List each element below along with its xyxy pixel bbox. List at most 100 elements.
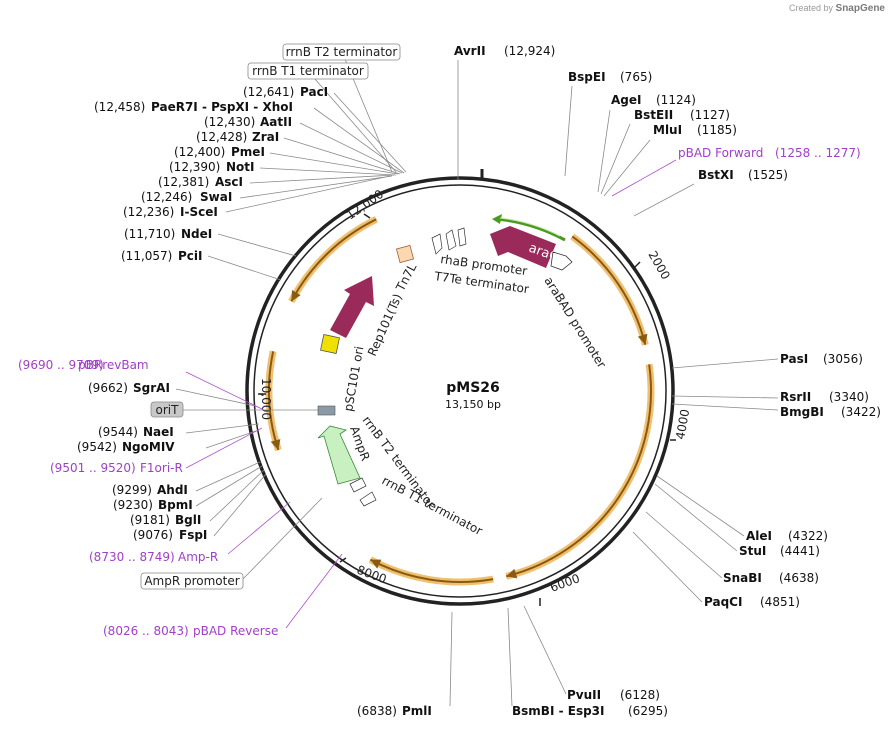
site-bgli-name: BglI (175, 513, 201, 527)
ruler-tick-mark (339, 557, 347, 563)
site-agei-position: (1124) (656, 93, 696, 107)
site-swai-name: SwaI (200, 190, 232, 204)
primer-leader-f1ori-r (185, 427, 263, 469)
site-bspei-name: BspEI (568, 70, 606, 84)
orf-arc (505, 363, 655, 580)
site-paer7i-pspxi-xhoi-name: PaeR7I - PspXI - XhoI (151, 100, 293, 114)
site-ngomiv-position: (9542) (77, 440, 117, 454)
inner-features: araC araBAD promoter rhaB promoter T7Te … (317, 214, 609, 538)
tn7l-label: Tn7L (393, 261, 420, 295)
site-zrai-position: (12,428) (196, 130, 247, 144)
site-i-scei-name: I-SceI (180, 205, 218, 219)
leader-bsteii (600, 123, 631, 195)
rep101-arrow (330, 276, 374, 338)
green-arc (496, 217, 566, 242)
tn7l-box (395, 244, 415, 264)
primer-leader-amp-r (227, 501, 291, 555)
site-pcii-position: (11,057) (121, 249, 172, 263)
leader-asci (249, 174, 395, 184)
snapgene-watermark: Created by SnapGene (789, 3, 885, 14)
site-ndei-position: (11,710) (124, 227, 175, 241)
ruler-tick-label: 4000 (673, 408, 692, 441)
site-pvuii-name: PvuII (567, 688, 601, 702)
leader-noti (259, 167, 397, 176)
site-pasi-position: (3056) (823, 352, 863, 366)
primer-f1ori-r-name: F1ori-R (140, 461, 183, 475)
site-pasi-name: PasI (780, 352, 808, 366)
plasmid-size: 13,150 bp (445, 398, 501, 411)
leader-ahdi (195, 461, 261, 492)
leader-fspi (213, 473, 267, 537)
primer-leader-pbad-forward (611, 159, 677, 197)
leader-paci (333, 92, 407, 173)
orit-box (317, 405, 336, 416)
site-swai-position: (12,246) (141, 190, 192, 204)
psc101-ori-box (320, 334, 340, 354)
site-bstxi-position: (1525) (748, 168, 788, 182)
site-paqci-position: (4851) (760, 595, 800, 609)
orf-arc-line (571, 235, 647, 346)
site-bmgbi-position: (3422) (841, 405, 881, 419)
feature-box-rrnb-t1-terminator-label: rrnB T1 terminator (252, 64, 364, 78)
leader-pmei (269, 152, 399, 175)
site-bgli-position: (9181) (130, 513, 170, 527)
orf-arrowhead (291, 290, 301, 302)
box-leader-rrnb-t1-terminator (307, 70, 397, 173)
site-paci-name: PacI (300, 85, 328, 99)
orf-arc-line (505, 364, 652, 578)
site-zrai-name: ZraI (252, 130, 279, 144)
leader-rsrii (671, 395, 779, 399)
primer-pbrrevbam-range: (9690 .. 9709) (18, 358, 104, 372)
site-fspi-position: (9076) (133, 528, 173, 542)
primer-pbad-forward-range: (1258 .. 1277) (775, 146, 861, 160)
orf-arc-line (290, 218, 377, 302)
leader-naei (185, 423, 260, 434)
site-fspi-name: FspI (179, 528, 207, 542)
site-snabi-name: SnaBI (723, 571, 762, 585)
site-naei-position: (9544) (98, 425, 138, 439)
green-arc-inner (499, 217, 561, 237)
plasmid-name: pMS26 (446, 380, 500, 396)
site-bsmbi-esp3i-position: (6295) (628, 704, 668, 718)
rhab-promoter-arrow (431, 233, 443, 255)
leader-aatii (299, 122, 403, 174)
created-by-text: Created by (788, 3, 834, 13)
site-bsteii-position: (1127) (690, 108, 730, 122)
ruler-tick-mark (633, 261, 641, 269)
leader-bsmbi-esp3i (507, 607, 513, 707)
snapgene-logo: SnapGene (835, 3, 885, 14)
feature-box-rrnb-t2-terminator-label: rrnB T2 terminator (286, 45, 398, 59)
site-i-scei-position: (12,236) (123, 205, 174, 219)
primer-pbad-reverse-range: (8026 .. 8043) (103, 624, 189, 638)
site-pmli-position: (6838) (357, 704, 397, 718)
primer-amp-r-name: Amp-R (178, 550, 218, 564)
site-rsrii-position: (3340) (829, 390, 869, 404)
primer-pbad-reverse-name: pBAD Reverse (193, 624, 278, 638)
site-stui-name: StuI (739, 544, 766, 558)
ruler-tick-label: 12,000 (344, 187, 386, 223)
primer-pbad-forward-name: pBAD Forward (678, 146, 763, 160)
orf-arrowhead (270, 439, 281, 451)
site-asci-position: (12,381) (158, 175, 209, 189)
site-ndei-name: NdeI (181, 227, 212, 241)
leader-agei (597, 109, 611, 193)
arabad-promoter-arrow (550, 251, 573, 271)
orf-arrowhead (370, 559, 382, 569)
leader-pmli (449, 611, 453, 707)
t7te-arrow-1 (445, 229, 457, 251)
leader-paer7i-pspxi-xhoi (313, 107, 405, 174)
ruler-tick-label: 2000 (645, 249, 672, 282)
site-paer7i-pspxi-xhoi-position: (12,458) (94, 100, 145, 114)
site-pcii-name: PciI (178, 249, 203, 263)
site-avrii-name: AvrII (454, 44, 486, 58)
leader-ndei (217, 233, 297, 257)
site-bsteii-name: BstEII (634, 108, 673, 122)
site-sgrai-position: (9662) (88, 381, 128, 395)
green-arc-arrowhead (492, 214, 502, 224)
feature-box-ampr-promoter-label: AmpR promoter (144, 574, 239, 588)
leader-ngomiv (205, 429, 260, 449)
arabad-promoter-label: araBAD promoter (541, 274, 608, 370)
leader-mlui (603, 139, 651, 197)
leader-i-scei (225, 175, 391, 213)
